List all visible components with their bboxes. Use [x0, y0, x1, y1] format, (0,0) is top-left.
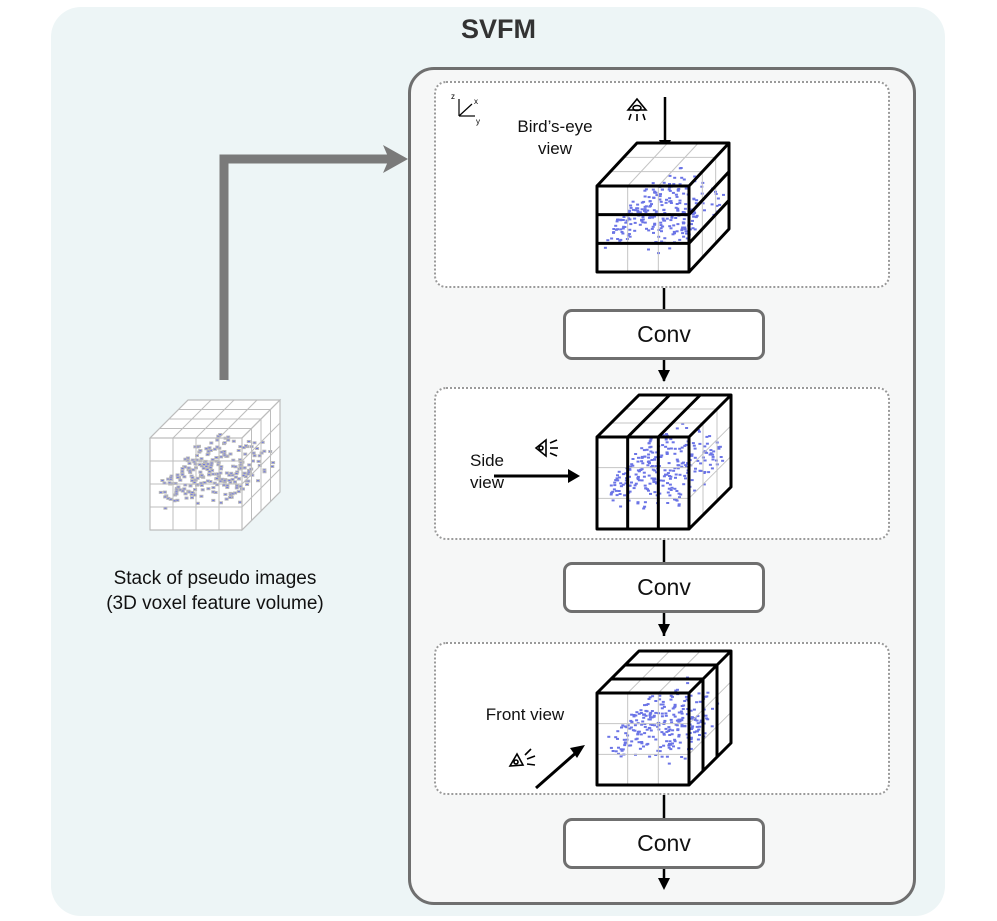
axes-labels: z x y: [451, 92, 480, 126]
cube-outline: [595, 649, 733, 787]
point-cloud: [603, 167, 725, 255]
eye-looking-diagonal-icon: [508, 748, 536, 767]
diagram-title: SVFM: [460, 14, 536, 44]
birds-eye-view-label: Bird’s-eye view: [500, 116, 610, 160]
front-view-label-line1: Front view: [485, 705, 565, 724]
input-caption-line1: Stack of pseudo images: [113, 568, 317, 589]
birds-eye-cube: [595, 141, 731, 274]
conv-block-3: Conv: [563, 818, 765, 869]
birds-eye-view-label-line1: Bird’s-eye: [517, 117, 593, 136]
axis-x-label: x: [474, 97, 478, 106]
side-view-label: Side view: [457, 450, 517, 494]
cube-outline: [595, 393, 733, 531]
cube-outline: [149, 399, 281, 531]
side-view-label-line1: Side: [469, 451, 505, 470]
input-caption: Stack of pseudo images (3D voxel feature…: [70, 566, 360, 616]
eye-looking-left-icon: [534, 438, 558, 458]
front-view-label: Front view: [470, 704, 580, 726]
axes-icon: [458, 99, 475, 117]
birds-eye-view-label-line2: view: [537, 139, 572, 158]
front-view-arrow: [535, 749, 579, 790]
side-view-cube: [595, 393, 733, 531]
axis-y-label: y: [476, 117, 480, 126]
eye-looking-down-icon: [626, 97, 648, 121]
conv-block-2: Conv: [563, 562, 765, 613]
input-cube: [148, 398, 282, 532]
axis-z-label: z: [451, 92, 455, 101]
conv-block-1: Conv: [563, 309, 765, 360]
side-view-label-line2: view: [469, 473, 504, 492]
point-cloud: [609, 422, 725, 510]
voxel-grid: [150, 399, 281, 530]
input-caption-line2: (3D voxel feature volume): [106, 593, 324, 614]
cube-outline: [595, 141, 731, 274]
front-view-cube: [595, 649, 733, 787]
